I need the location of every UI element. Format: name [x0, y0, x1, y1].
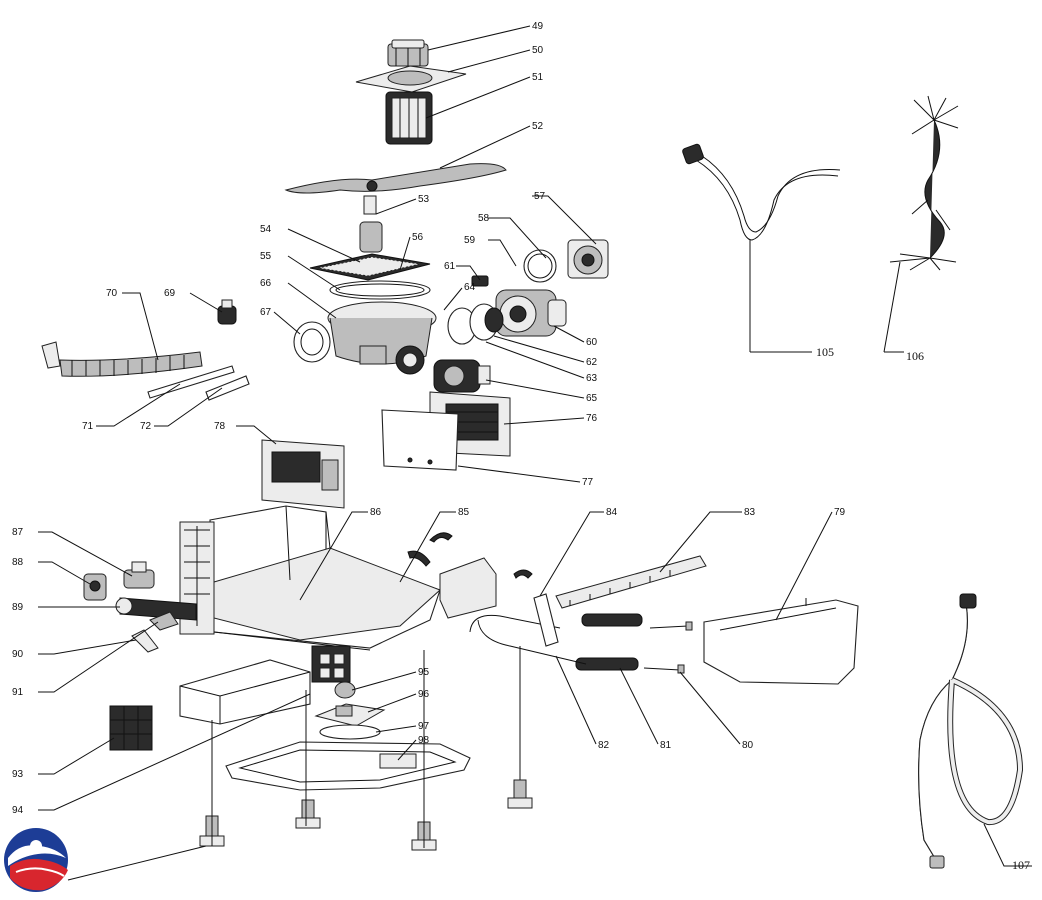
side-rail-part [555, 555, 707, 609]
power-cord-part [682, 143, 841, 352]
part-labels: 49 50 51 52 53 54 55 56 57 58 59 60 61 6… [12, 21, 1030, 872]
pcb-board-part [381, 409, 459, 471]
circulation-pump-part [495, 289, 567, 337]
part-label-85: 85 [458, 507, 470, 518]
part-label-107: 107 [1012, 858, 1030, 872]
upper-spray-arm-part [284, 163, 507, 194]
part-label-69: 69 [164, 288, 176, 299]
side-panel-part [703, 598, 859, 685]
part-label-65: 65 [586, 393, 598, 404]
wire-harness-part [883, 95, 959, 353]
part-label-50: 50 [532, 45, 544, 56]
pipe-short-part [147, 365, 235, 399]
part-label-91: 91 [12, 687, 24, 698]
heater-wire-part [469, 614, 587, 665]
part-label-106: 106 [906, 349, 924, 363]
part-label-80: 80 [742, 740, 754, 751]
part-label-93: 93 [12, 769, 24, 780]
part-label-97: 97 [418, 721, 430, 732]
part-label-55: 55 [260, 251, 272, 262]
part-label-78: 78 [214, 421, 226, 432]
part-label-59: 59 [464, 235, 476, 246]
inlet-hose-connector-part [115, 597, 197, 621]
mesh-filter-part [385, 91, 433, 145]
part-label-56: 56 [412, 232, 424, 243]
impeller-part [334, 681, 356, 699]
motor-gasket-part [523, 249, 557, 283]
part-label-72: 72 [140, 421, 152, 432]
part-label-86: 86 [370, 507, 382, 518]
sensor-housing-part [439, 557, 497, 619]
part-label-61: 61 [444, 261, 456, 272]
part-label-67: 67 [260, 307, 272, 318]
clamp-part [131, 629, 159, 653]
part-label-95: 95 [418, 667, 430, 678]
leader-lines [38, 25, 1032, 881]
base-tray-part [225, 741, 471, 791]
part-label-96: 96 [418, 689, 430, 700]
part-label-77: 77 [582, 477, 594, 488]
float-tray-part [379, 753, 417, 769]
drain-pump-part [433, 359, 491, 393]
level-foot-part [199, 779, 533, 851]
inlet-valve-part [123, 561, 155, 589]
part-label-105: 105 [816, 345, 834, 359]
part-label-70: 70 [106, 288, 118, 299]
heater-element-part [575, 613, 643, 671]
part-label-54: 54 [260, 224, 272, 235]
filter-box-part [109, 705, 153, 751]
motor-block-part [311, 645, 351, 683]
part-label-66: 66 [260, 278, 272, 289]
part-label-52: 52 [532, 121, 544, 132]
pipe-long-part [205, 375, 250, 401]
sump-seal-part [329, 280, 431, 300]
screw-part [643, 621, 693, 674]
filter-cap-part [387, 39, 429, 67]
part-label-88: 88 [12, 557, 24, 568]
part-label-71: 71 [82, 421, 94, 432]
part-label-62: 62 [586, 357, 598, 368]
part-label-60: 60 [586, 337, 598, 348]
display-board-part [261, 439, 345, 509]
part-label-53: 53 [418, 194, 430, 205]
part-label-89: 89 [12, 602, 24, 613]
spray-arm-support-part [359, 195, 383, 253]
part-label-81: 81 [660, 740, 672, 751]
pump-connector-part [471, 275, 489, 287]
part-label-57: 57 [534, 191, 546, 202]
motor-housing-part [567, 239, 609, 279]
air-break-part [217, 299, 237, 325]
part-label-83: 83 [744, 507, 756, 518]
part-label-63: 63 [586, 373, 598, 384]
base-frame-part [179, 505, 441, 651]
part-label-98: 98 [418, 735, 430, 746]
part-label-79: 79 [834, 507, 846, 518]
part-label-94: 94 [12, 805, 24, 816]
clip-set-part [407, 532, 533, 579]
part-label-82: 82 [598, 740, 610, 751]
part-label-64: 64 [464, 282, 476, 293]
part-label-76: 76 [586, 413, 598, 424]
duct-part [179, 659, 311, 725]
part-label-58: 58 [478, 213, 490, 224]
part-label-51: 51 [532, 72, 544, 83]
part-label-84: 84 [606, 507, 618, 518]
sump-grid-filter-part [309, 253, 431, 281]
drain-hose-part [41, 341, 203, 377]
part-label-90: 90 [12, 649, 24, 660]
sump-inlet-ring-part [293, 321, 331, 363]
float-switch-part [314, 703, 386, 727]
part-label-87: 87 [12, 527, 24, 538]
float-seal-part [319, 724, 381, 740]
flow-meter-part [83, 573, 107, 601]
brand-logo-icon [4, 828, 68, 892]
support-bracket-part [533, 593, 559, 647]
filter-plate-part [355, 65, 467, 93]
sump-housing-part [327, 301, 437, 375]
part-label-49: 49 [532, 21, 544, 32]
cable-clip-part [149, 611, 179, 631]
pump-seal-rings-part [447, 303, 504, 345]
inlet-hose-part [918, 593, 1024, 869]
